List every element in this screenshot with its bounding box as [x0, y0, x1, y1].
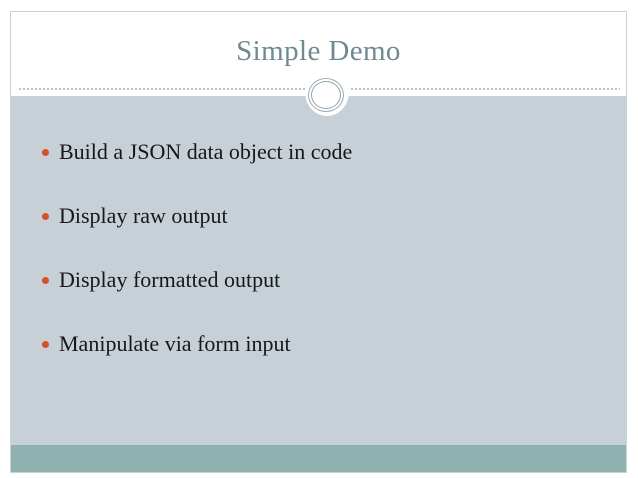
bullet-text: Build a JSON data object in code: [59, 139, 353, 164]
bullet-dot-icon: [42, 277, 49, 284]
list-item: Display raw output: [11, 184, 626, 248]
slide-bullet-list: Build a JSON data object in code Display…: [11, 96, 626, 376]
list-item: Display formatted output: [11, 248, 626, 312]
list-item: Manipulate via form input: [11, 312, 626, 376]
slide-title: Simple Demo: [236, 35, 401, 67]
slide-body-panel: [11, 96, 626, 447]
bullet-text: Display raw output: [59, 203, 228, 228]
slide-footer-bar: [11, 445, 626, 472]
ornament-outer-ring: [308, 78, 344, 112]
bullet-text: Manipulate via form input: [59, 331, 291, 356]
bullet-dot-icon: [42, 213, 49, 220]
bullet-dot-icon: [42, 341, 49, 348]
list-item: Build a JSON data object in code: [11, 120, 626, 184]
bullet-text: Display formatted output: [59, 267, 281, 292]
circle-ornament-icon: [305, 68, 349, 116]
bullet-dot-icon: [42, 149, 49, 156]
ornament-inner-ring: [311, 81, 341, 109]
presentation-slide: Simple Demo Build a JSON data object in …: [10, 11, 627, 473]
